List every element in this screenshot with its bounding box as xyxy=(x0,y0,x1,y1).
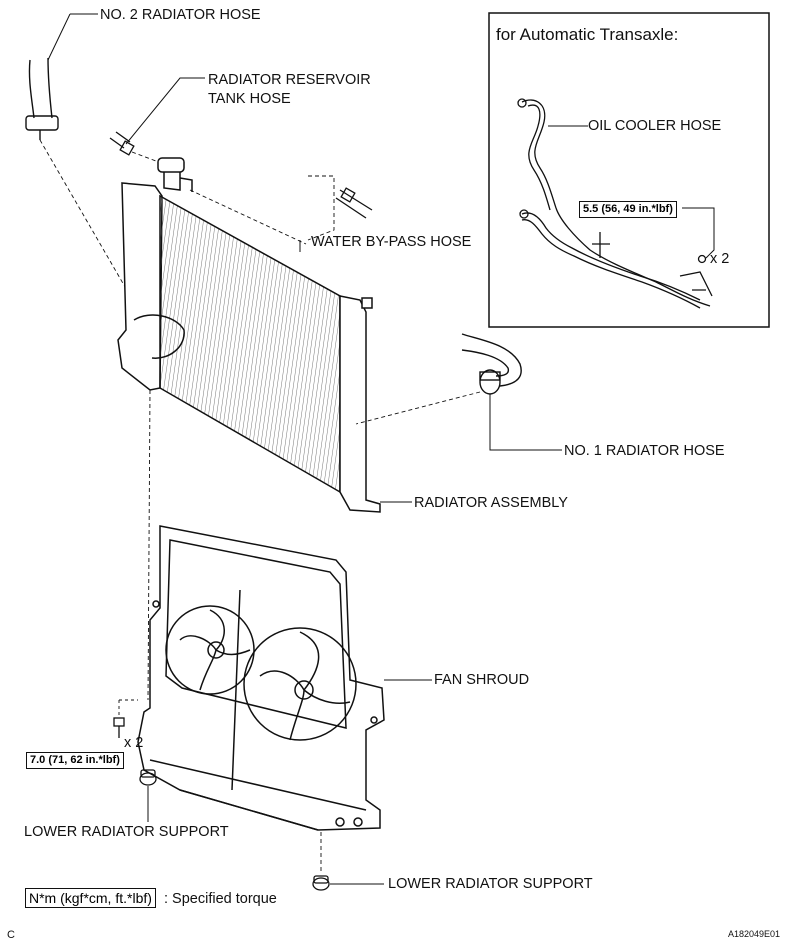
label-lower-radiator-support-left: LOWER RADIATOR SUPPORT xyxy=(24,824,229,840)
label-radiator-assembly: RADIATOR ASSEMBLY xyxy=(414,495,568,511)
leader-dashed-reservoir2 xyxy=(189,189,307,245)
footer-code: C xyxy=(7,929,15,941)
leader-no1 xyxy=(489,394,562,451)
label-reservoir-tank-hose-2: TANK HOSE xyxy=(208,91,291,107)
leader-dashed-no1 xyxy=(355,391,481,425)
legend-torque-box: N*m (kgf*cm, ft.*lbf) xyxy=(25,888,156,908)
bolt-drawing xyxy=(113,699,138,738)
lower-support-left-drawing xyxy=(139,769,157,822)
label-no2-radiator-hose: NO. 2 RADIATOR HOSE xyxy=(100,7,261,23)
inset-torque-box: 5.5 (56, 49 in.*lbf) xyxy=(579,201,677,218)
no1-radiator-hose-drawing xyxy=(461,333,522,395)
inset-automatic-transaxle xyxy=(488,12,770,328)
oil-cooler-hose-drawing xyxy=(521,99,713,309)
inset-title: for Automatic Transaxle: xyxy=(496,25,679,44)
no2-radiator-hose-drawing xyxy=(25,13,98,140)
radiator-assembly-drawing xyxy=(117,157,381,513)
label-no1-radiator-hose: NO. 1 RADIATOR HOSE xyxy=(564,443,725,459)
legend-text: : Specified torque xyxy=(164,891,277,907)
label-reservoir-tank-hose-1: RADIATOR RESERVOIR xyxy=(208,72,371,88)
label-oil-cooler-hose: OIL COOLER HOSE xyxy=(588,118,722,134)
label-water-bypass-hose: WATER BY-PASS HOSE xyxy=(311,234,472,250)
label-fan-shroud: FAN SHROUD xyxy=(434,672,530,688)
reservoir-tank-hose-drawing xyxy=(109,77,205,156)
bolt-torque-box: 7.0 (71, 62 in.*lbf) xyxy=(26,752,124,769)
figure-id: A182049E01 xyxy=(728,929,781,939)
lower-support-bottom-drawing xyxy=(312,832,384,891)
bolt-quantity: x 2 xyxy=(124,735,144,751)
inset-quantity: x 2 xyxy=(710,251,730,267)
label-lower-radiator-support-bottom: LOWER RADIATOR SUPPORT xyxy=(388,876,593,892)
leader-dashed-lower-left xyxy=(147,389,151,701)
water-bypass-hose-drawing xyxy=(299,175,373,252)
fan-shroud-drawing xyxy=(137,525,385,831)
